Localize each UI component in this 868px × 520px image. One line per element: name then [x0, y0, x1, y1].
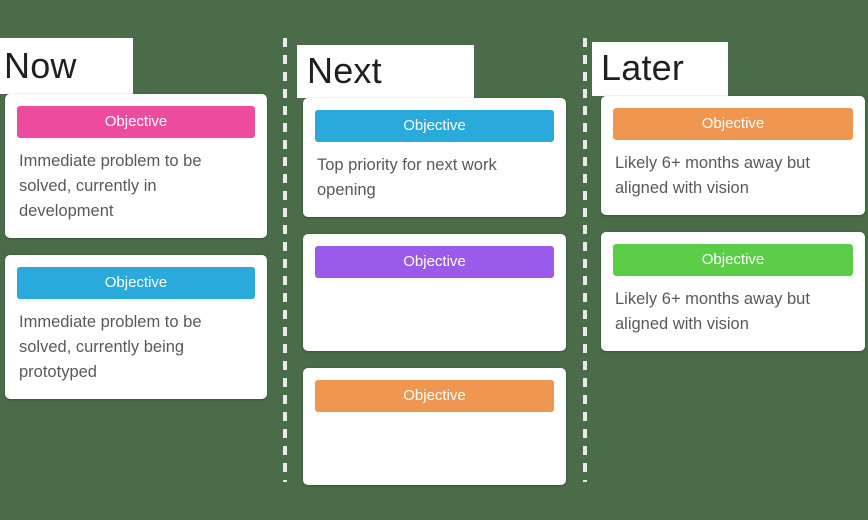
objective-badge[interactable]: Objective	[315, 380, 554, 412]
card-list-next: Objective Top priority for next work ope…	[283, 98, 583, 485]
objective-badge[interactable]: Objective	[315, 110, 554, 142]
column-title-now: Now	[0, 38, 133, 94]
card-next-1[interactable]: Objective Top priority for next work ope…	[303, 98, 566, 217]
card-body-text: Immediate problem to be solved, currentl…	[19, 313, 202, 381]
card-now-1[interactable]: Objective Immediate problem to be solved…	[5, 94, 267, 238]
objective-badge[interactable]: Objective	[613, 108, 853, 140]
card-later-2[interactable]: Objective Likely 6+ months away but alig…	[601, 232, 865, 351]
card-later-1[interactable]: Objective Likely 6+ months away but alig…	[601, 96, 865, 215]
column-divider-2	[583, 38, 587, 482]
card-body-text: Immediate problem to be solved, currentl…	[19, 152, 202, 220]
card-now-2[interactable]: Objective Immediate problem to be solved…	[5, 255, 267, 399]
column-now: Now Objective Immediate problem to be so…	[0, 0, 283, 520]
card-list-later: Objective Likely 6+ months away but alig…	[583, 96, 868, 351]
card-list-now: Objective Immediate problem to be solved…	[0, 94, 283, 399]
card-body-text: Likely 6+ months away but aligned with v…	[615, 290, 810, 333]
column-divider-1	[283, 38, 287, 482]
column-title-next: Next	[297, 45, 474, 98]
column-next: Next Objective Top priority for next wor…	[283, 0, 583, 520]
objective-badge[interactable]: Objective	[315, 246, 554, 278]
card-next-3[interactable]: Objective	[303, 368, 566, 485]
card-body-text: Top priority for next work opening	[317, 156, 497, 199]
column-title-later: Later	[592, 42, 729, 96]
objective-badge[interactable]: Objective	[17, 106, 255, 138]
card-next-2[interactable]: Objective	[303, 234, 566, 351]
card-body-text: Likely 6+ months away but aligned with v…	[615, 154, 810, 197]
objective-badge[interactable]: Objective	[17, 267, 255, 299]
column-later: Later Objective Likely 6+ months away bu…	[583, 0, 868, 520]
objective-badge[interactable]: Objective	[613, 244, 853, 276]
